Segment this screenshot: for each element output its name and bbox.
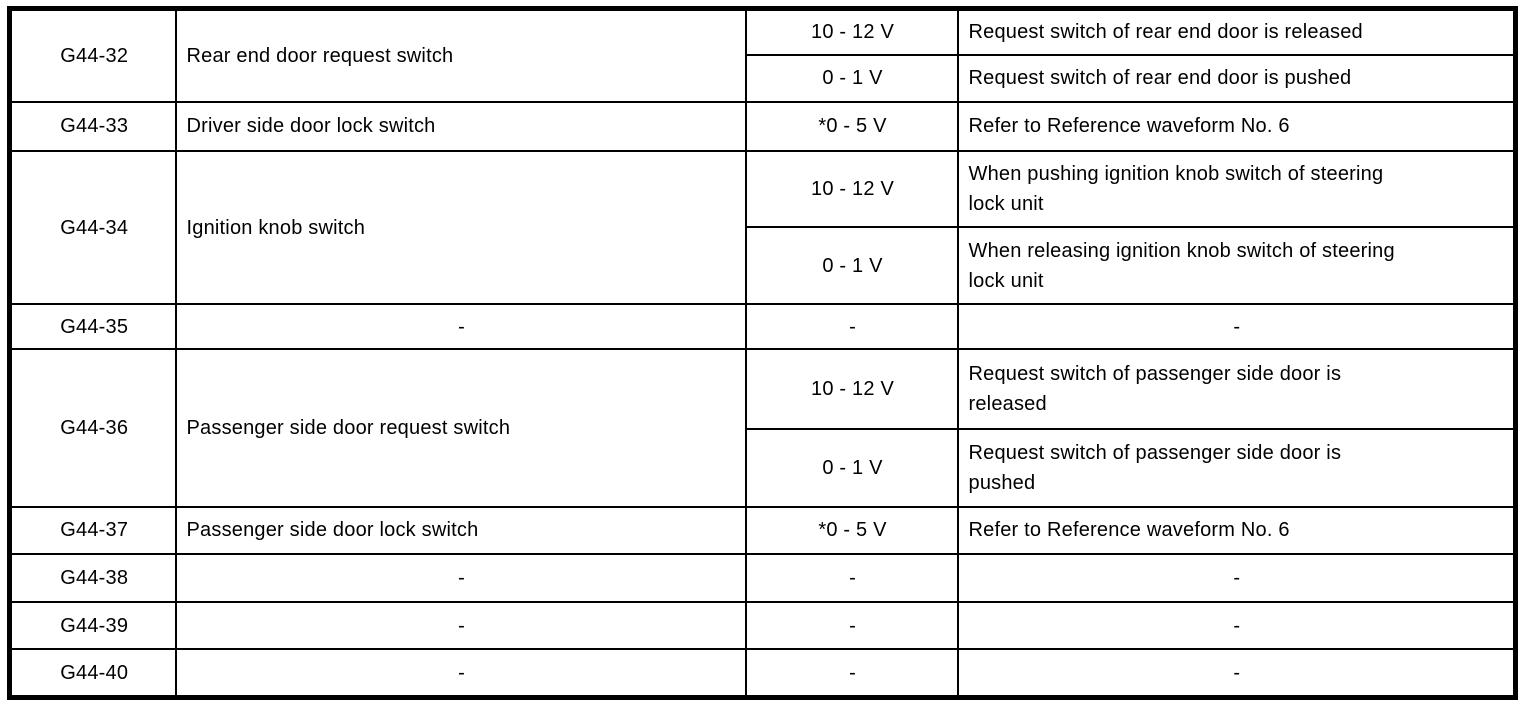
table-row: G44-38 - - - [8, 553, 1517, 604]
signal-name-cell: Passenger side door lock switch [174, 505, 747, 556]
voltage-cell: 10 - 12 V [744, 7, 959, 56]
table-row: 0 - 1 V Request switch of passenger side… [10, 427, 1517, 508]
terminal-id-cell: G44-37 [8, 505, 177, 556]
condition-cell: - [956, 553, 1517, 604]
voltage-cell: *0 - 5 V [744, 505, 959, 556]
signal-name-cell: Driver side door lock switch [174, 100, 747, 152]
table-row: G44-37 Passenger side door lock switch *… [8, 505, 1517, 556]
voltage-cell: *0 - 5 V [744, 100, 959, 152]
table-row: G44-34 Ignition knob switch 10 - 12 V Wh… [8, 149, 1517, 306]
voltage-cell: - [744, 303, 959, 351]
terminal-voltage-table: G44-32 Rear end door request switch 10 -… [7, 6, 1518, 700]
terminal-id-cell: G44-36 [8, 348, 177, 508]
condition-cell: When releasing ignition knob switch of s… [956, 226, 1517, 306]
voltage-cell: 0 - 1 V [744, 53, 959, 103]
table-row: 0 - 1 V Request switch of rear end door … [10, 53, 1517, 103]
condition-cell: Request switch of rear end door is pushe… [956, 53, 1517, 103]
condition-cell: - [956, 303, 1517, 351]
signal-name-cell: - [174, 601, 747, 651]
signal-name-cell: - [174, 648, 747, 699]
terminal-id-cell: G44-38 [8, 553, 177, 604]
condition-cell: When pushing ignition knob switch of ste… [956, 149, 1517, 229]
condition-cell: Refer to Reference waveform No. 6 [956, 100, 1517, 152]
table-row: G44-32 Rear end door request switch 10 -… [8, 7, 1517, 103]
voltage-cell: 0 - 1 V [744, 226, 959, 306]
terminal-id-cell: G44-35 [8, 303, 177, 351]
table-row: G44-33 Driver side door lock switch *0 -… [8, 100, 1517, 152]
condition-cell: Request switch of rear end door is relea… [956, 7, 1517, 56]
voltage-cell: 10 - 12 V [744, 149, 959, 229]
table-row: 0 - 1 V When releasing ignition knob swi… [10, 226, 1517, 306]
terminal-id-cell: G44-32 [8, 7, 177, 103]
signal-name-cell: - [174, 553, 747, 604]
signal-name-cell: Ignition knob switch [174, 149, 747, 306]
signal-name-cell: Passenger side door request switch [174, 348, 747, 508]
terminal-id-cell: G44-34 [8, 149, 177, 306]
terminal-id-cell: G44-39 [8, 601, 177, 651]
voltage-cell: - [744, 601, 959, 651]
signal-name-cell: - [174, 303, 747, 351]
table-row: G44-39 - - - [8, 601, 1517, 651]
table-row: G44-35 - - - [8, 303, 1517, 351]
condition-cell: - [956, 648, 1517, 699]
voltage-cell: 0 - 1 V [744, 427, 959, 508]
voltage-cell: 10 - 12 V [744, 348, 959, 430]
table-row: G44-40 - - - [8, 648, 1517, 699]
condition-cell: - [956, 601, 1517, 651]
voltage-cell: - [744, 553, 959, 604]
terminal-id-cell: G44-40 [8, 648, 177, 699]
condition-cell: Request switch of passenger side door is… [956, 427, 1517, 508]
voltage-cell: - [744, 648, 959, 699]
signal-name-cell: Rear end door request switch [174, 7, 747, 103]
table-row: G44-36 Passenger side door request switc… [8, 348, 1517, 508]
condition-cell: Request switch of passenger side door is… [956, 348, 1517, 430]
terminal-id-cell: G44-33 [8, 100, 177, 152]
condition-cell: Refer to Reference waveform No. 6 [956, 505, 1517, 556]
